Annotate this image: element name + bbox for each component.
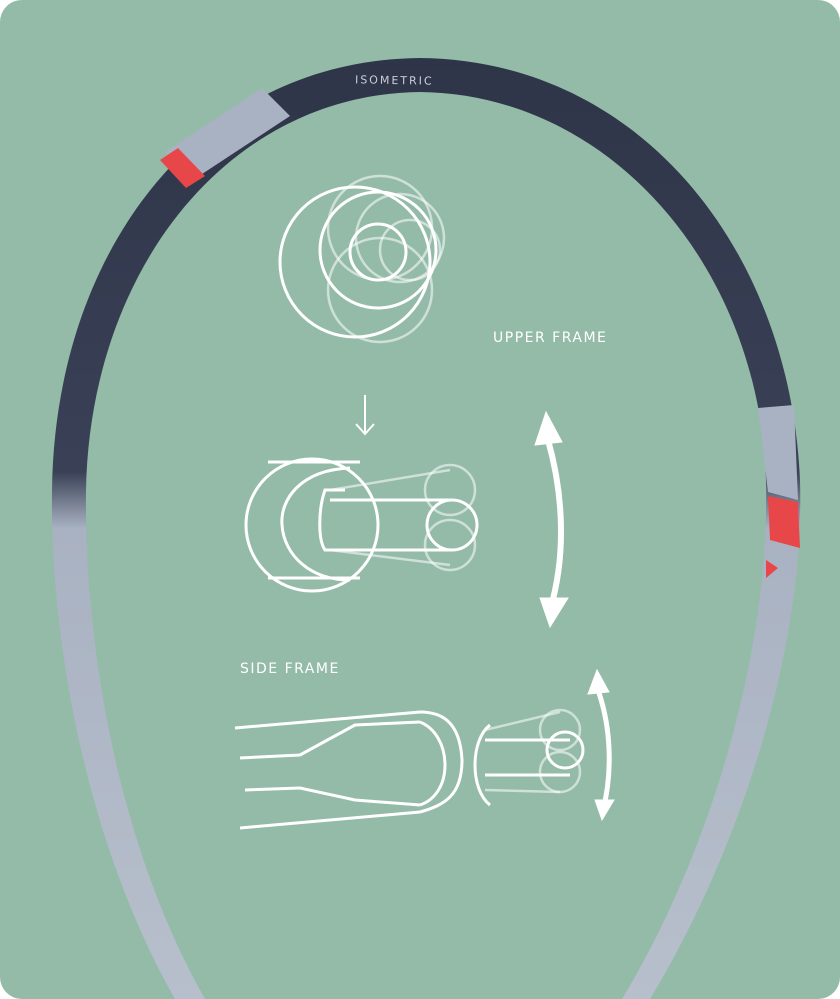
- upper-frame-label: UPPER FRAME: [493, 330, 608, 346]
- upper-frame-diagram: [278, 174, 446, 344]
- small-double-arrow-icon: [587, 668, 615, 822]
- frame-silver-band-right: [758, 405, 798, 500]
- frame-red-triangle: [766, 560, 778, 578]
- down-arrow-icon: [355, 395, 375, 436]
- side-frame-label: SIDE FRAME: [240, 661, 340, 677]
- frame-red-mark-top: [160, 148, 205, 188]
- frame-silver-band-top: [165, 88, 290, 178]
- frame-brand-text: ISOMETRIC: [354, 73, 434, 88]
- frame-red-mark-right: [768, 496, 800, 548]
- side-frame-diagram: [244, 457, 479, 593]
- tube-diagram: [234, 708, 585, 830]
- double-arrow-icon: [534, 410, 569, 629]
